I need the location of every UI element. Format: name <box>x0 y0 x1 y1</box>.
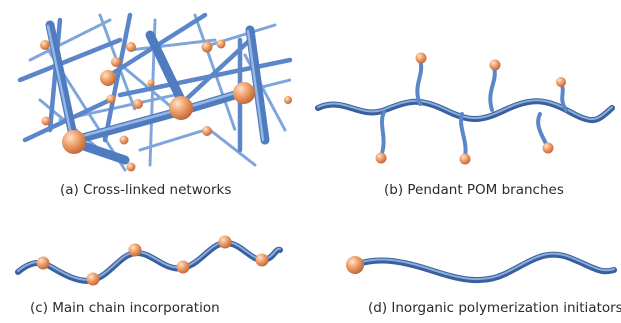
initiator-polymer <box>346 251 617 284</box>
caption-main-chain-incorporation: (c) Main chain incorporation <box>30 300 220 316</box>
caption-inorganic-polymerization-initiators: (d) Inorganic polymerization initiators <box>368 300 621 316</box>
pom-cluster-spheres <box>40 39 292 172</box>
cross-linked-network <box>17 12 293 172</box>
caption-pendant-pom-branches: (b) Pendant POM branches <box>384 182 564 198</box>
pendant-branches-polymer <box>315 52 615 165</box>
main-chain-polymer <box>15 235 283 286</box>
caption-cross-linked-networks: (a) Cross-linked networks <box>60 182 232 198</box>
